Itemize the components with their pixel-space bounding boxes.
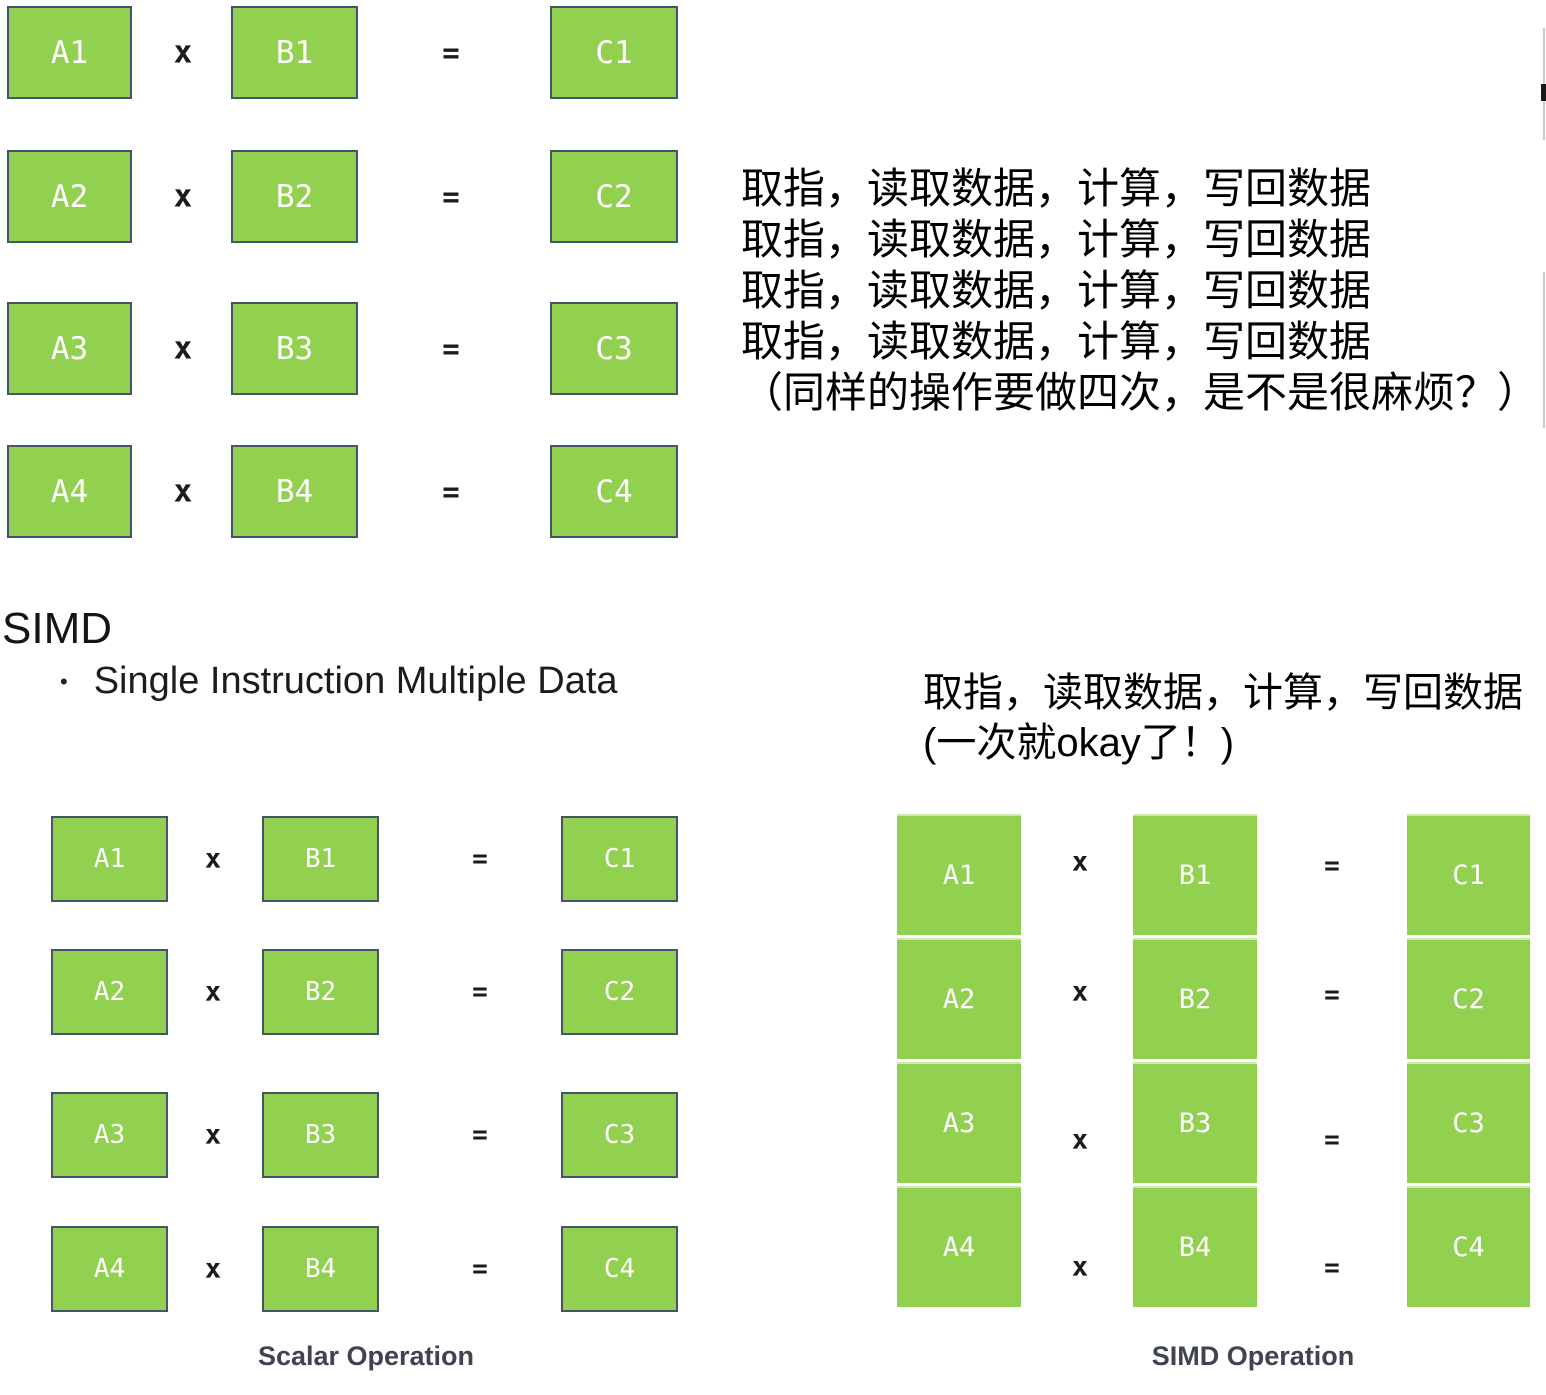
- annotation-line: 取指，读取数据，计算，写回数据: [741, 165, 1372, 212]
- operand-box-c2: C2: [561, 949, 678, 1035]
- vector-cell-c3: C3: [1407, 1062, 1530, 1183]
- multiply-operator: x: [204, 843, 222, 875]
- equals-operator: =: [442, 35, 460, 70]
- vector-cell-a1: A1: [897, 814, 1021, 935]
- operand-box-b4: B4: [231, 445, 358, 538]
- operand-box-b4: B4: [262, 1226, 379, 1312]
- vector-cell-c1: C1: [1407, 814, 1530, 935]
- multiply-operator: x: [1071, 1251, 1089, 1283]
- vector-cell-a2: A2: [897, 938, 1021, 1059]
- annotation-line: 取指，读取数据，计算，写回数据: [741, 216, 1372, 263]
- vector-cell-c2: C2: [1407, 938, 1530, 1059]
- operand-box-b2: B2: [262, 949, 379, 1035]
- operand-box-c1: C1: [561, 816, 678, 902]
- annotation-line: 取指，读取数据，计算，写回数据: [923, 671, 1523, 715]
- multiply-operator: x: [173, 178, 193, 215]
- vector-cell-b2: B2: [1133, 938, 1257, 1059]
- equals-operator: =: [1324, 851, 1340, 881]
- annotation-line: 取指，读取数据，计算，写回数据: [741, 318, 1372, 365]
- equals-operator: =: [442, 474, 460, 509]
- equals-operator: =: [472, 1120, 488, 1150]
- equals-operator: =: [472, 844, 488, 874]
- multiply-operator: x: [173, 330, 193, 367]
- operand-box-a2: A2: [7, 150, 132, 243]
- vector-cell-b4: B4: [1133, 1186, 1257, 1307]
- multiply-operator: x: [1071, 976, 1089, 1008]
- operand-box-a4: A4: [51, 1226, 168, 1312]
- simd-bullet-text: Single Instruction Multiple Data: [93, 660, 618, 702]
- operand-box-a4: A4: [7, 445, 132, 538]
- equals-operator: =: [1324, 1253, 1340, 1283]
- scalar-operation-caption: Scalar Operation: [257, 1341, 475, 1371]
- operand-box-b1: B1: [262, 816, 379, 902]
- simd-title: SIMD: [2, 604, 112, 653]
- equals-operator: =: [472, 977, 488, 1007]
- multiply-operator: x: [204, 976, 222, 1008]
- multiply-operator: x: [1071, 846, 1089, 878]
- simd-operation-caption: SIMD Operation: [1151, 1341, 1355, 1371]
- operand-box-b2: B2: [231, 150, 358, 243]
- operand-box-a3: A3: [51, 1092, 168, 1178]
- multiply-operator: x: [204, 1119, 222, 1151]
- operand-box-a1: A1: [7, 6, 132, 99]
- operand-box-c4: C4: [550, 445, 678, 538]
- operand-box-a1: A1: [51, 816, 168, 902]
- multiply-operator: x: [204, 1253, 222, 1285]
- annotation-remark: （同样的操作要做四次，是不是很麻烦？）: [741, 369, 1540, 416]
- operand-box-c3: C3: [561, 1092, 678, 1178]
- operand-box-b1: B1: [231, 6, 358, 99]
- equals-operator: =: [1324, 1125, 1340, 1155]
- multiply-operator: x: [173, 34, 193, 71]
- operand-box-a3: A3: [7, 302, 132, 395]
- scalar-steps-annotation: 取指，读取数据，计算，写回数据 取指，读取数据，计算，写回数据 取指，读取数据，…: [741, 163, 1539, 418]
- clipped-content-artifact: [1543, 272, 1545, 428]
- vector-cell-a3: A3: [897, 1062, 1021, 1183]
- multiply-operator: x: [1071, 1124, 1089, 1156]
- operand-box-c1: C1: [550, 6, 678, 99]
- operand-box-a2: A2: [51, 949, 168, 1035]
- operand-box-c4: C4: [561, 1226, 678, 1312]
- equals-operator: =: [442, 179, 460, 214]
- operand-box-c2: C2: [550, 150, 678, 243]
- operand-box-c3: C3: [550, 302, 678, 395]
- vector-cell-a4: A4: [897, 1186, 1021, 1307]
- equals-operator: =: [1324, 980, 1340, 1010]
- operand-box-b3: B3: [262, 1092, 379, 1178]
- operand-box-b3: B3: [231, 302, 358, 395]
- simd-steps-annotation: 取指，读取数据，计算，写回数据 (一次就okay了！): [923, 668, 1523, 768]
- annotation-remark: (一次就okay了！): [923, 721, 1235, 765]
- vector-cell-b1: B1: [1133, 814, 1257, 935]
- multiply-operator: x: [173, 473, 193, 510]
- vector-cell-b3: B3: [1133, 1062, 1257, 1183]
- vector-cell-c4: C4: [1407, 1186, 1530, 1307]
- simd-bullet-line: • Single Instruction Multiple Data: [60, 660, 618, 703]
- equals-operator: =: [442, 331, 460, 366]
- bullet-icon: •: [60, 668, 68, 694]
- annotation-line: 取指，读取数据，计算，写回数据: [741, 267, 1372, 314]
- equals-operator: =: [472, 1254, 488, 1284]
- clipped-content-artifact: [1541, 84, 1546, 101]
